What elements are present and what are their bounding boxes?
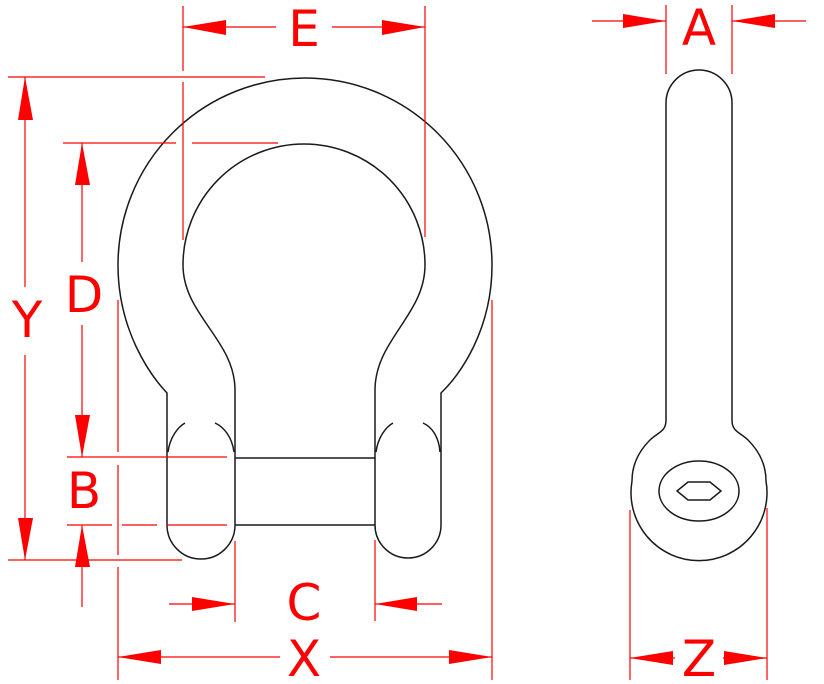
front-view [117, 77, 493, 560]
right-eye-arc-right [422, 422, 441, 453]
left-eye-arc-right [214, 422, 235, 453]
pin-side-outline [630, 69, 768, 562]
dimension-e: E [182, 0, 426, 240]
bow-inner-outline [182, 143, 426, 400]
dimension-c: C [169, 540, 442, 632]
label-y: Y [11, 291, 43, 349]
left-eye-arc-left [167, 422, 186, 453]
dimension-x: X [117, 300, 493, 684]
label-a: A [682, 0, 716, 57]
label-b: B [67, 462, 101, 520]
right-eye-arc-left [375, 422, 394, 453]
dimension-y: Y [8, 76, 265, 561]
bow-outer-outline [117, 77, 493, 400]
side-view [630, 69, 768, 562]
label-d: D [65, 266, 104, 324]
left-eye-outline [166, 400, 236, 560]
pin-head-ring [658, 460, 740, 522]
dimension-d: D [63, 142, 278, 457]
right-eye-outline [374, 400, 442, 559]
dimension-b: B [67, 456, 227, 607]
label-x: X [287, 630, 321, 684]
label-e: E [288, 0, 320, 58]
dimension-a: A [592, 0, 806, 74]
hex-socket-icon [675, 481, 723, 501]
dimension-z: Z [629, 508, 768, 684]
label-z: Z [682, 630, 716, 684]
label-c: C [287, 574, 322, 632]
